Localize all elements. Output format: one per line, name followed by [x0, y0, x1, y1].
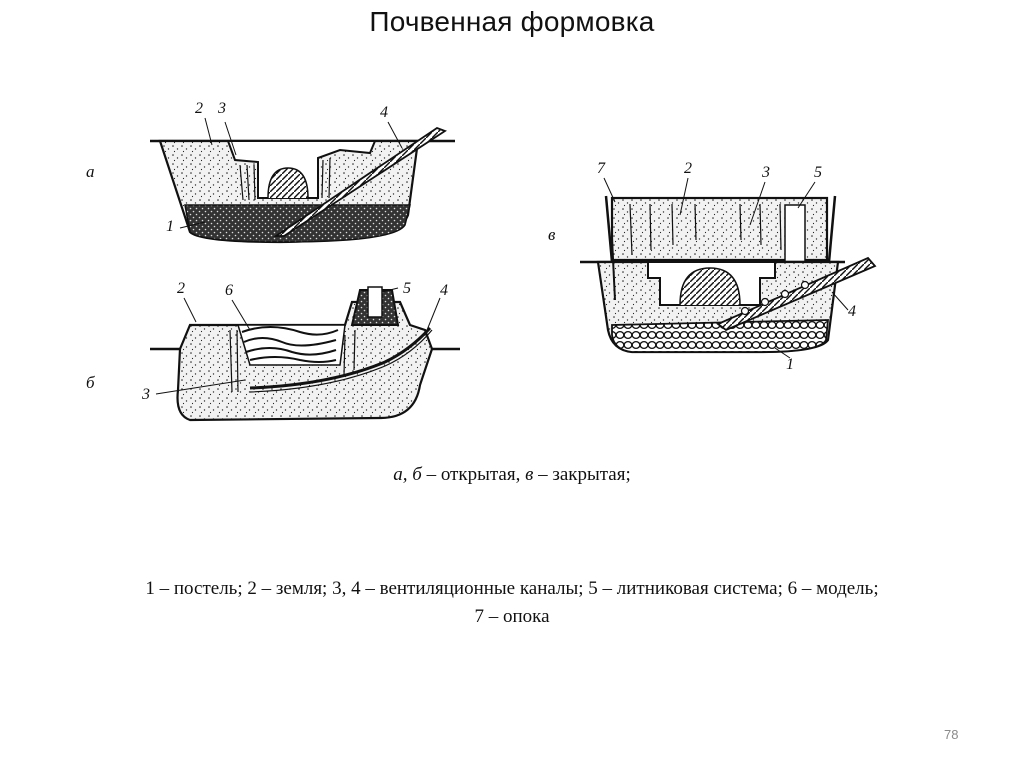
callout-v-3: 3: [762, 164, 770, 181]
callout-a-3: 3: [218, 100, 226, 117]
legend-line-2: 7 – опока: [474, 606, 550, 627]
callout-v-2: 2: [684, 160, 692, 177]
caption-part2: – открытая,: [421, 464, 526, 485]
callout-v-7: 7: [597, 160, 605, 177]
callout-a-1: 1: [166, 218, 174, 235]
figure-label-a: а: [86, 162, 95, 181]
callout-b-6: 6: [225, 282, 233, 299]
callout-b-2: 2: [177, 280, 185, 297]
page-number: 78: [944, 727, 959, 742]
callout-b-5: 5: [403, 280, 411, 297]
figure-label-v: в: [548, 225, 556, 244]
caption-part3: в: [525, 464, 534, 485]
soil-molding-diagram: [150, 117, 877, 422]
callout-v-1: 1: [786, 356, 794, 373]
figure-b-drawing: [150, 286, 460, 422]
caption-part1: а, б: [393, 464, 422, 485]
caption-part4: – закрытая;: [533, 464, 631, 485]
callout-v-4: 4: [848, 303, 856, 320]
callout-b-4: 4: [440, 282, 448, 299]
slide-title: Почвенная формовка: [369, 6, 655, 37]
figure-v-drawing: [580, 195, 877, 354]
figure-a-drawing: [150, 126, 455, 244]
legend-line-1: 1 – постель; 2 – земля; 3, 4 – вентиляци…: [145, 578, 879, 599]
callout-a-2: 2: [195, 100, 203, 117]
figure-label-b: б: [86, 373, 95, 392]
figure-caption: а, б – открытая, в – закрытая;: [0, 464, 1024, 486]
callout-a-4: 4: [380, 104, 388, 121]
callout-b-3: 3: [142, 386, 150, 403]
legend: 1 – постель; 2 – земля; 3, 4 – вентиляци…: [0, 575, 1024, 631]
callout-v-5: 5: [814, 164, 822, 181]
